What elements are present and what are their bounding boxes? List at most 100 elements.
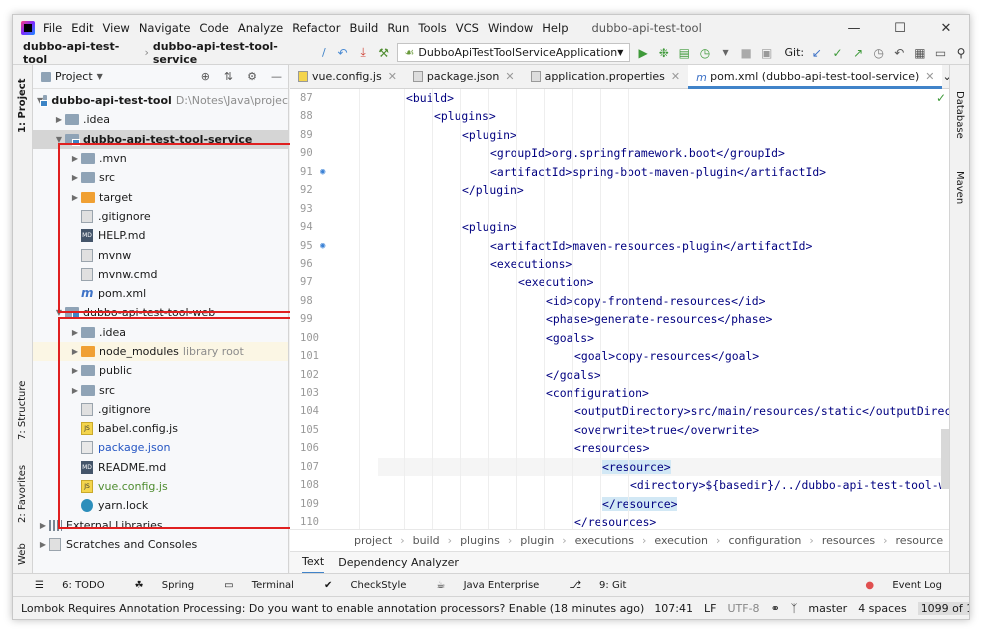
rollback-icon[interactable]: ↶ [894,45,905,60]
git-commit-icon[interactable]: ✓ [832,45,843,60]
editor-tab[interactable]: application.properties✕ [523,65,689,89]
gutter-override-icon[interactable]: ◉ [320,240,326,251]
git-branch[interactable]: master [808,601,848,615]
menu-item-view[interactable]: View [102,21,130,35]
gear-icon[interactable]: ⚙ [247,70,257,83]
tree-node[interactable]: ▶.idea [33,110,288,129]
search-icon[interactable]: ⚲ [956,45,966,60]
caret-position[interactable]: 107:41 [654,601,694,615]
close-icon[interactable]: ✕ [940,20,952,36]
tree-node[interactable]: yarn.lock [33,496,288,515]
gutter-override-icon[interactable]: ◉ [320,166,326,177]
tool-spring[interactable]: ☘ Spring [135,580,209,591]
chevron-down-icon[interactable]: ▼ [55,134,63,144]
menu-item-edit[interactable]: Edit [71,21,94,35]
chevron-right-icon[interactable]: ▶ [71,154,79,164]
breadcrumb-module[interactable]: dubbo-api-test-tool-service [152,39,278,66]
editor-tab[interactable]: vue.config.js✕ [290,65,405,89]
editor-breadcrumb-item[interactable]: resource [895,534,944,547]
memory-indicator[interactable]: 1099 of 1981M [917,601,969,615]
editor-breadcrumb-item[interactable]: build [412,534,440,547]
chevron-right-icon[interactable]: ▶ [39,539,47,549]
close-tab-icon[interactable]: ✕ [925,70,935,83]
layout-icon[interactable]: ▭ [934,45,947,60]
editor-breadcrumb-item[interactable]: configuration [728,534,802,547]
close-tab-icon[interactable]: ✕ [505,70,515,83]
tree-node[interactable]: mvnw.cmd [33,265,288,284]
tree-node[interactable]: mvnw [33,245,288,264]
chevron-down-icon[interactable]: ▼ [96,72,103,81]
lock-icon[interactable]: ⚭ [770,601,780,615]
tree-node[interactable]: .gitignore [33,207,288,226]
vertical-scrollbar[interactable] [941,429,949,489]
inspection-ok-icon[interactable]: ✓ [935,91,946,105]
editor-tab[interactable]: package.json✕ [405,65,523,89]
chevron-down-icon[interactable]: ▼ [37,96,43,105]
close-tab-icon[interactable]: ✕ [670,70,681,83]
menu-item-build[interactable]: Build [349,21,379,35]
tree-node[interactable]: ▶src [33,380,288,399]
chevron-right-icon[interactable]: ▶ [71,347,79,356]
git-update-icon[interactable]: ↙ [811,45,822,60]
run-icon[interactable]: ▶ [638,45,648,60]
menu-item-analyze[interactable]: Analyze [237,21,284,35]
minimize-icon[interactable]: — [847,20,861,36]
chevron-right-icon[interactable]: ▶ [71,327,79,337]
profile-icon[interactable]: ◷ [699,45,711,60]
tab-favorites[interactable]: 2: Favorites [17,464,28,523]
tab-maven[interactable]: Maven [954,171,965,205]
back-icon[interactable]: ↶ [337,45,348,60]
chevron-right-icon[interactable]: ▶ [71,173,79,183]
chevron-down-icon[interactable]: ⌄ [942,70,952,83]
tree-node[interactable]: ▶target [33,187,288,206]
project-structure-icon[interactable]: ▦ [914,45,926,60]
line-separator[interactable]: LF [704,601,717,615]
chevron-right-icon[interactable]: ▶ [55,115,63,125]
tree-node[interactable]: .gitignore [33,400,288,419]
maximize-icon[interactable]: ☐ [894,20,906,36]
hammer-icon[interactable]: ⚒ [378,45,390,60]
tree-node[interactable]: ▶.mvn [33,149,288,168]
menu-item-file[interactable]: File [43,21,63,35]
locate-icon[interactable]: ⊕ [200,70,210,83]
attach-icon[interactable]: ▣ [761,45,773,60]
stop-icon[interactable]: ■ [740,45,752,60]
collapse-all-icon[interactable]: ⇅ [223,70,234,83]
menu-item-help[interactable]: Help [542,21,569,35]
tab-text[interactable]: Text [302,551,325,574]
tool-java-enterprise[interactable]: ☕ Java Enterprise [436,580,554,591]
chevron-right-icon[interactable]: ▶ [39,520,47,530]
tab-database[interactable]: Database [954,91,965,139]
menu-item-refactor[interactable]: Refactor [292,21,341,35]
tool-git[interactable]: ⎇ 9: Git [569,580,641,591]
tree-node[interactable]: ▶.idea [33,323,288,342]
editor-breadcrumb-item[interactable]: resources [821,534,876,547]
indent-setting[interactable]: 4 spaces [858,601,907,615]
project-title[interactable]: Project [55,70,93,83]
tree-node[interactable]: ▶public [33,361,288,380]
git-push-icon[interactable]: ↗ [853,45,864,60]
tree-node[interactable]: ▶src [33,168,288,187]
editor-breadcrumb-item[interactable]: execution [654,534,709,547]
tree-node[interactable]: ▶Scratches and Consoles [33,535,288,554]
menu-item-run[interactable]: Run [387,21,410,35]
menu-item-navigate[interactable]: Navigate [138,21,191,35]
hide-icon[interactable]: — [271,70,282,83]
menu-item-code[interactable]: Code [199,21,229,35]
chevron-right-icon[interactable]: ▶ [71,385,79,395]
tool-checkstyle[interactable]: ✔ CheckStyle [324,580,421,591]
breadcrumb-root[interactable]: dubbo-api-test-tool [23,39,120,66]
tab-dependency-analyzer[interactable]: Dependency Analyzer [338,556,459,569]
tab-project[interactable]: 1: Project [17,78,28,134]
chevron-right-icon[interactable]: ▶ [71,192,79,202]
file-encoding[interactable]: UTF-8 [727,601,760,615]
build-down-icon[interactable]: ⤓ [360,45,366,59]
